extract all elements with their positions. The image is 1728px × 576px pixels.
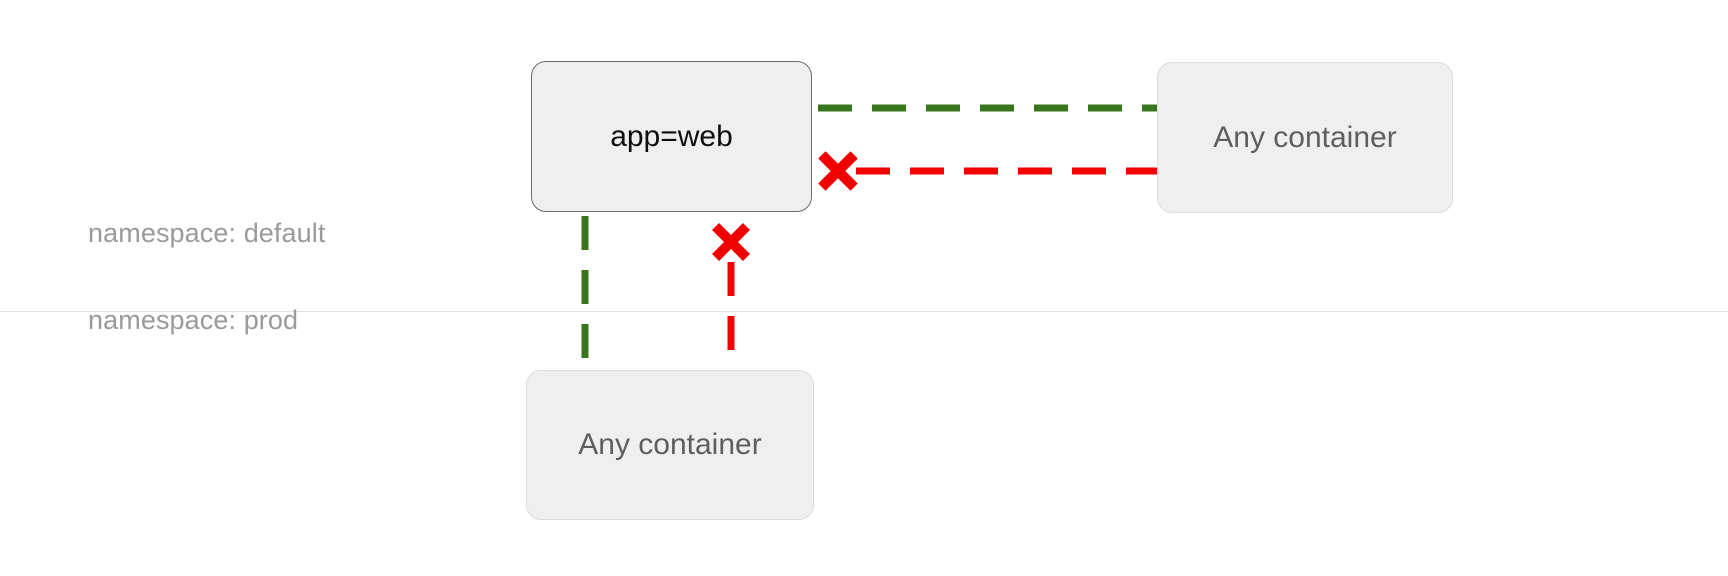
cross-icon bbox=[818, 151, 858, 191]
cross-icon bbox=[712, 223, 750, 261]
node-label-peer-bottom: Any container bbox=[578, 428, 762, 461]
node-peer-bottom[interactable]: Any container bbox=[526, 370, 814, 520]
node-peer-right[interactable]: Any container bbox=[1157, 62, 1453, 213]
namespace-divider bbox=[0, 311, 1728, 312]
node-label-selector: app=web bbox=[610, 119, 733, 153]
block-x-icon-right bbox=[814, 147, 862, 195]
namespace-label-prod: namespace: prod bbox=[88, 305, 299, 335]
node-label-peer-right: Any container bbox=[1213, 120, 1397, 154]
node-selector-app-web[interactable]: app=web bbox=[531, 61, 812, 212]
namespace-label-default: namespace: default bbox=[88, 218, 326, 248]
block-x-icon-down bbox=[708, 219, 754, 265]
